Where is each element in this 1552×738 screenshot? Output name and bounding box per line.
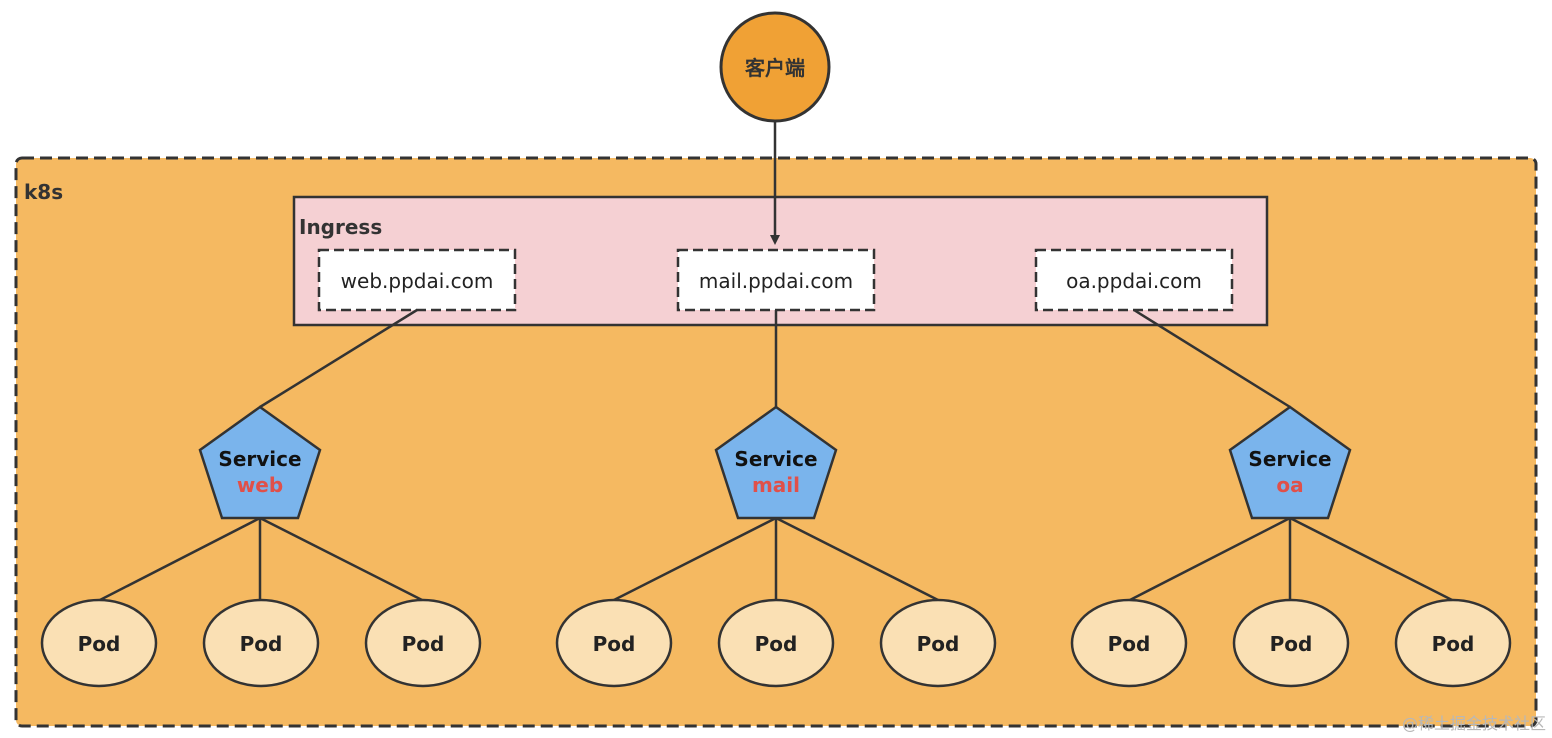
client-label: 客户端 <box>744 56 805 80</box>
pod-label: Pod <box>755 632 798 656</box>
service-oa: Service oa <box>1228 405 1352 520</box>
client-node <box>719 11 831 123</box>
connector-oa-host-service <box>1133 308 1291 409</box>
pod-node: Pod <box>1070 598 1188 688</box>
pod-node: Pod <box>40 598 158 688</box>
host-box-web: web.ppdai.com <box>317 248 517 312</box>
cluster-label: k8s <box>24 180 63 204</box>
service-label-web: Service <box>218 447 301 471</box>
service-name-mail: mail <box>752 473 800 497</box>
pod-label: Pod <box>402 632 445 656</box>
host-label-oa: oa.ppdai.com <box>1066 269 1202 293</box>
pod-node: Pod <box>555 598 673 688</box>
pod-node: Pod <box>1232 598 1350 688</box>
pod-node: Pod <box>1394 598 1512 688</box>
pod-node: Pod <box>717 598 835 688</box>
watermark-text: @稀土掘金技术社区 <box>1402 714 1546 733</box>
pod-label: Pod <box>917 632 960 656</box>
host-label-mail: mail.ppdai.com <box>699 269 853 293</box>
pod-node: Pod <box>202 598 320 688</box>
pod-label: Pod <box>593 632 636 656</box>
pod-label: Pod <box>78 632 121 656</box>
pod-node: Pod <box>879 598 997 688</box>
pod-label: Pod <box>240 632 283 656</box>
connector-web-host-service <box>259 308 418 409</box>
pod-label: Pod <box>1270 632 1313 656</box>
host-box-mail: mail.ppdai.com <box>676 248 876 312</box>
service-label-oa: Service <box>1248 447 1331 471</box>
pod-node: Pod <box>364 598 482 688</box>
pod-label: Pod <box>1108 632 1151 656</box>
service-name-web: web <box>237 473 283 497</box>
service-label-mail: Service <box>734 447 817 471</box>
host-label-web: web.ppdai.com <box>341 269 494 293</box>
service-web: Service web <box>198 405 322 520</box>
pod-label: Pod <box>1432 632 1475 656</box>
pod-connectors <box>99 516 1453 602</box>
service-name-oa: oa <box>1276 473 1303 497</box>
service-mail: Service mail <box>714 405 838 520</box>
ingress-label: Ingress <box>299 215 382 239</box>
host-box-oa: oa.ppdai.com <box>1034 248 1234 312</box>
